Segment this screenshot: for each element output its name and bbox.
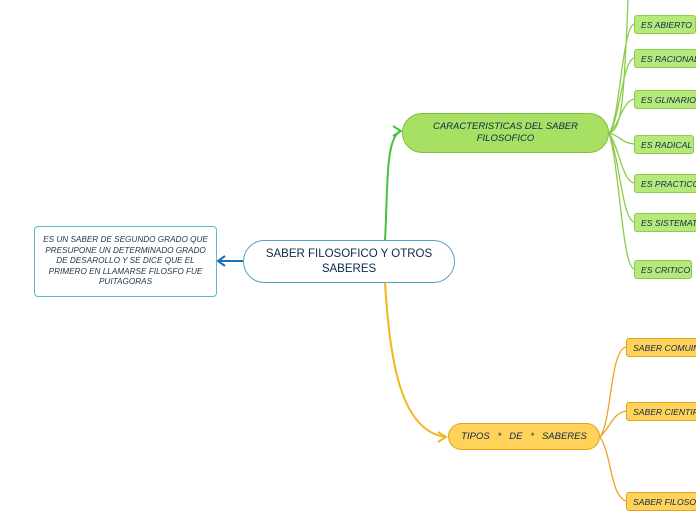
leaf-label: ES PRACTICO (641, 178, 696, 189)
leaf-label: SABER FILOSOF (633, 496, 696, 507)
branch-caracteristicas[interactable]: CARACTERISTICAS DEL SABER FILOSOFICO (402, 113, 609, 153)
central-topic-label: SABER FILOSOFICO Y OTROS SABERES (265, 247, 433, 275)
connector-central-tipos (384, 282, 446, 438)
leaf-es-sistematico[interactable]: ES SISTEMATI (634, 213, 696, 232)
leaf-es-practico[interactable]: ES PRACTICO (634, 174, 696, 193)
branch-caracteristicas-label: CARACTERISTICAS DEL SABER FILOSOFICO (432, 121, 578, 144)
info-note[interactable]: ES UN SABER DE SEGUNDO GRADO QUE PRESUPO… (34, 226, 217, 297)
leaf-label: ES SISTEMATI (641, 217, 696, 228)
leaf-label: ES GLINARIO (641, 94, 696, 105)
leaf-es-racional[interactable]: ES RACIONAL (634, 49, 696, 68)
leaf-label: SABER COMUIN (633, 342, 696, 353)
caracteristicas-leaf-connectors (608, 0, 635, 270)
leaf-label: ES CRITICO (641, 264, 691, 275)
arrow-head-caracteristicas (392, 125, 403, 137)
leaf-es-critico[interactable]: ES CRITICO (634, 260, 692, 279)
tipos-leaf-connectors (599, 346, 627, 502)
branch-tipos[interactable]: TIPOS * DE * SABERES (448, 423, 600, 450)
leaf-saber-comun[interactable]: SABER COMUIN (626, 338, 696, 357)
leaf-es-glinario[interactable]: ES GLINARIO (634, 90, 696, 109)
leaf-saber-filosofico[interactable]: SABER FILOSOF (626, 492, 696, 511)
leaf-saber-cientifico[interactable]: SABER CIENTIFI (626, 402, 696, 421)
leaf-label: ES ABIERTO (641, 19, 692, 30)
leaf-label: ES RACIONAL (641, 53, 696, 64)
connector-central-caracteristicas (384, 130, 401, 241)
leaf-label: SABER CIENTIFI (633, 406, 696, 417)
arrow-head-tipos (437, 431, 448, 443)
central-topic[interactable]: SABER FILOSOFICO Y OTROS SABERES (243, 240, 455, 283)
arrow-head-info (216, 255, 226, 267)
info-note-text: ES UN SABER DE SEGUNDO GRADO QUE PRESUPO… (43, 235, 208, 287)
leaf-es-abierto[interactable]: ES ABIERTO (634, 15, 696, 34)
branch-tipos-label: TIPOS * DE * SABERES (461, 431, 587, 442)
leaf-label: ES RADICAL (641, 139, 693, 150)
leaf-es-radical[interactable]: ES RADICAL (634, 135, 694, 154)
